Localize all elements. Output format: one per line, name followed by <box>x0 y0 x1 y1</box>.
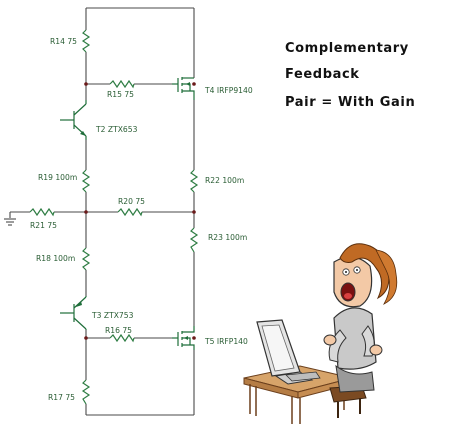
label-r20: R20 75 <box>118 197 145 206</box>
label-r16: R16 75 <box>105 326 132 335</box>
node-mid-left <box>84 210 88 214</box>
resistor-r18 <box>81 247 91 271</box>
screaming-person-illustration <box>243 243 398 424</box>
node-mid-right <box>192 210 196 214</box>
resistor-r17 <box>81 379 91 405</box>
resistor-r15 <box>109 79 135 89</box>
computer-monitor <box>256 319 321 385</box>
label-r22: R22 100m <box>205 176 244 185</box>
label-r17: R17 75 <box>48 393 75 402</box>
label-r18: R18 100m <box>36 254 75 263</box>
node-t4-drain <box>192 82 196 86</box>
resistor-r19 <box>81 169 91 193</box>
component-labels: R14 75 R15 75 T4 IRFP9140 T2 ZTX653 R19 … <box>30 37 253 402</box>
resistor-r16 <box>109 333 135 343</box>
node-t5-drain <box>192 336 196 340</box>
label-t2: T2 ZTX653 <box>95 125 138 134</box>
node-r15-left <box>84 82 88 86</box>
mosfet-t4 <box>172 77 195 100</box>
circuit-wires <box>9 7 195 416</box>
resistor-r20 <box>117 207 143 217</box>
label-r19: R19 100m <box>38 173 77 182</box>
resistor-r14 <box>81 29 91 53</box>
person-head <box>333 243 398 308</box>
transistor-t3-bjt <box>60 296 87 330</box>
label-r14: R14 75 <box>50 37 77 46</box>
label-t3: T3 ZTX753 <box>91 311 134 320</box>
label-t5: T5 IRFP140 <box>204 337 248 346</box>
resistor-r22 <box>189 169 199 193</box>
junction-nodes <box>84 82 196 340</box>
resistor-r23 <box>189 227 199 253</box>
resistor-r21 <box>29 207 55 217</box>
title-line-1: Complementary <box>285 41 409 56</box>
mosfet-t5 <box>172 326 195 350</box>
diagram-title: Complementary Feedback Pair = With Gain <box>285 41 415 110</box>
label-r15: R15 75 <box>107 90 134 99</box>
ground-symbol <box>4 218 16 226</box>
title-line-2: Feedback <box>285 67 360 82</box>
title-line-3: Pair = With Gain <box>285 95 415 110</box>
node-r16-left <box>84 336 88 340</box>
label-r23: R23 100m <box>208 233 247 242</box>
person-body <box>323 307 383 393</box>
label-r21: R21 75 <box>30 221 57 230</box>
label-t4: T4 IRFP9140 <box>204 86 253 95</box>
transistor-t2-bjt <box>60 100 87 140</box>
